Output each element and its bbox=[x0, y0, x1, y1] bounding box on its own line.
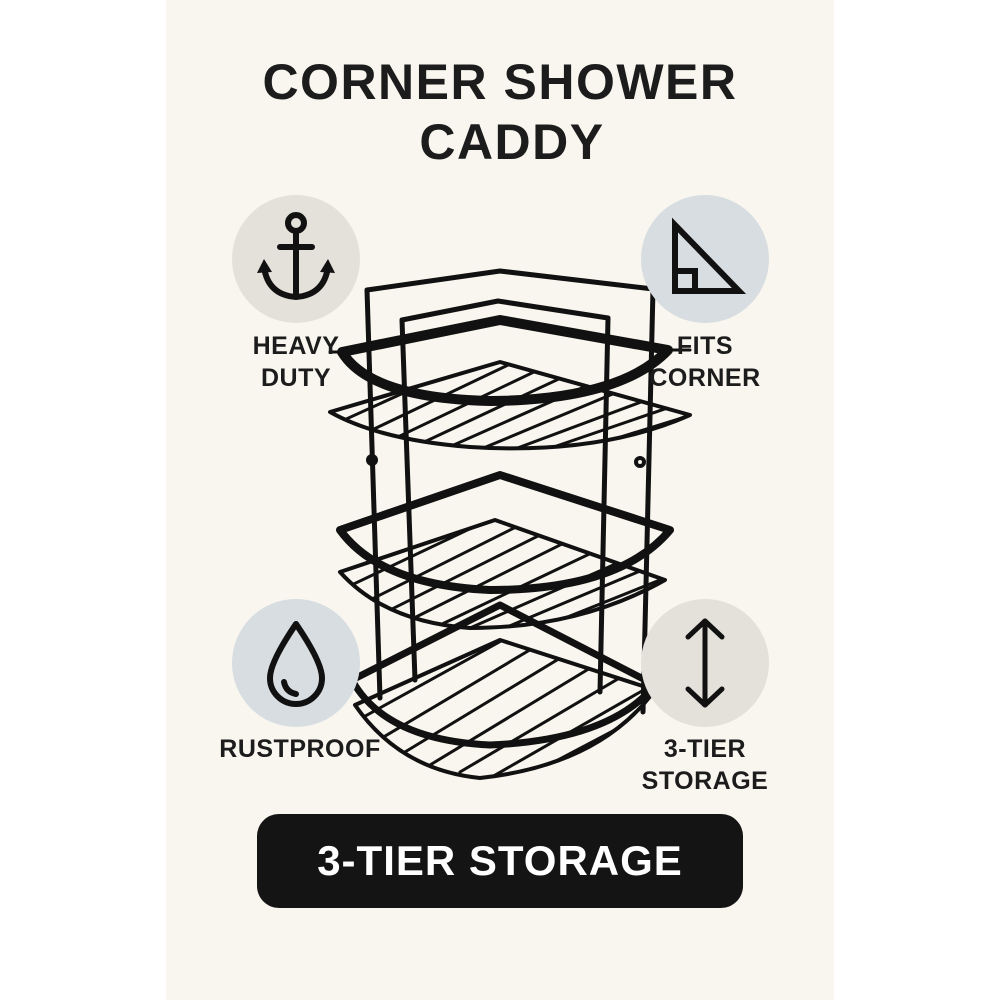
feature-circle-fits-corner bbox=[641, 195, 769, 323]
page-title: CORNER SHOWER CADDY bbox=[0, 52, 1000, 172]
title-line-2: CADDY bbox=[419, 114, 605, 170]
title-line-1: CORNER SHOWER bbox=[262, 54, 738, 110]
feature-circle-3-tier-storage bbox=[641, 599, 769, 727]
storage-banner: 3-TIER STORAGE bbox=[257, 814, 743, 908]
triangle-ruler-icon bbox=[672, 217, 747, 294]
feature-label-heavy-duty: HEAVY DUTY bbox=[252, 332, 340, 392]
water-drop-icon bbox=[267, 621, 325, 707]
feature-circle-heavy-duty bbox=[232, 195, 360, 323]
storage-banner-label: 3-TIER STORAGE bbox=[317, 837, 683, 884]
feature-label-3-tier-storage: 3-TIER STORAGE bbox=[641, 735, 769, 795]
feature-label-rustproof: RUSTPROOF bbox=[219, 735, 381, 763]
feature-label-fits-corner: FITS CORNER bbox=[649, 332, 761, 392]
feature-circle-rustproof bbox=[232, 599, 360, 727]
corner-shower-caddy-illustration bbox=[328, 268, 692, 780]
vertical-arrow-icon bbox=[685, 618, 725, 708]
anchor-icon bbox=[257, 212, 335, 300]
